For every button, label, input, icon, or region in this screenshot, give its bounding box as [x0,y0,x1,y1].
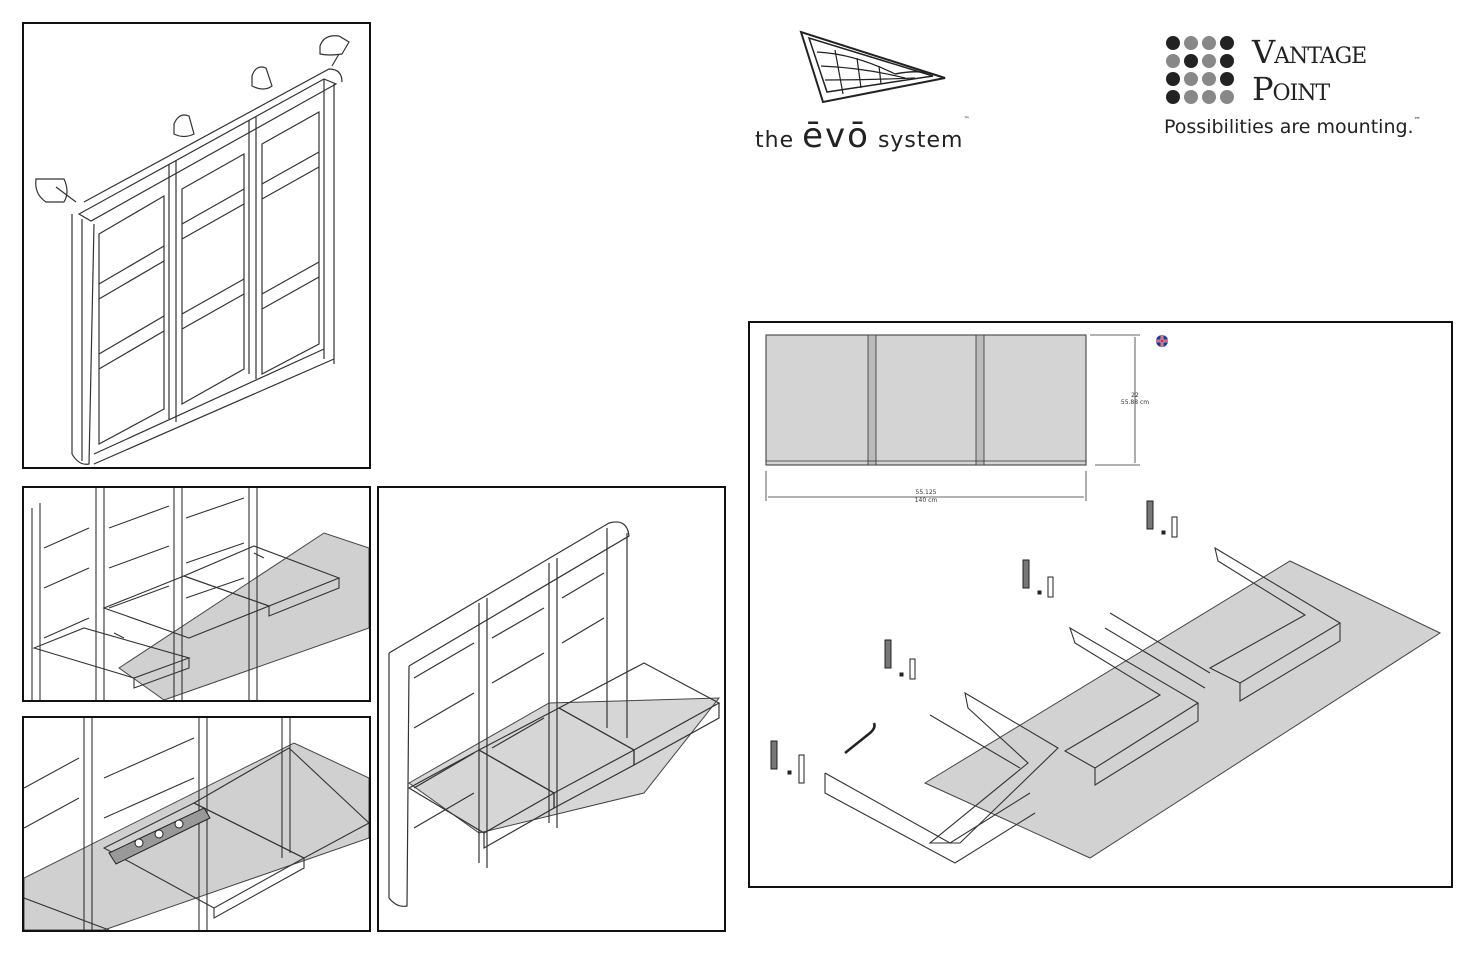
level-icon [108,807,211,865]
evo-triangle-icon [799,30,946,104]
evo-mark: ēvō [802,116,870,156]
evo-system-logo: the ēvō system ™ [755,28,995,158]
evo-prefix: the [755,128,795,153]
step-panel-caps [22,22,371,469]
frame-caps-illustration [35,35,350,465]
brand-line2: Point [1252,70,1330,108]
step-panel-complete [377,486,726,932]
evo-tm: ™ [963,116,971,123]
hardware-brackets [770,500,1178,784]
height-inches: 22 [1131,392,1139,399]
evo-suffix: system [877,128,964,153]
parts-dimensions-panel: 22 55.88 cm 55.125 140 cm [748,321,1453,888]
width-cm: 140 cm [915,497,938,504]
allen-key-icon [844,722,876,754]
vantage-point-logo: Vantage Point Possibilities are mounting… [1164,34,1454,144]
shelf-insert-illustration [31,488,369,700]
complete-illustration [388,521,721,907]
shelf-level-illustration [24,718,369,930]
width-inches: 55.125 [916,489,937,496]
brand-tagline: Possibilities are mounting. [1164,116,1414,138]
brand-tm: ™ [1413,116,1421,124]
step-panel-shelf-level [22,716,371,932]
height-cm: 55.88 cm [1121,399,1149,406]
step-panel-shelf-insert [22,486,371,702]
dot-grid-icon [1166,36,1234,104]
brand-line1: Vantage [1252,33,1367,71]
front-view [765,334,1087,466]
uk-flag-icon [1156,335,1168,347]
parts-illustration: 22 55.88 cm 55.125 140 cm [765,334,1442,864]
